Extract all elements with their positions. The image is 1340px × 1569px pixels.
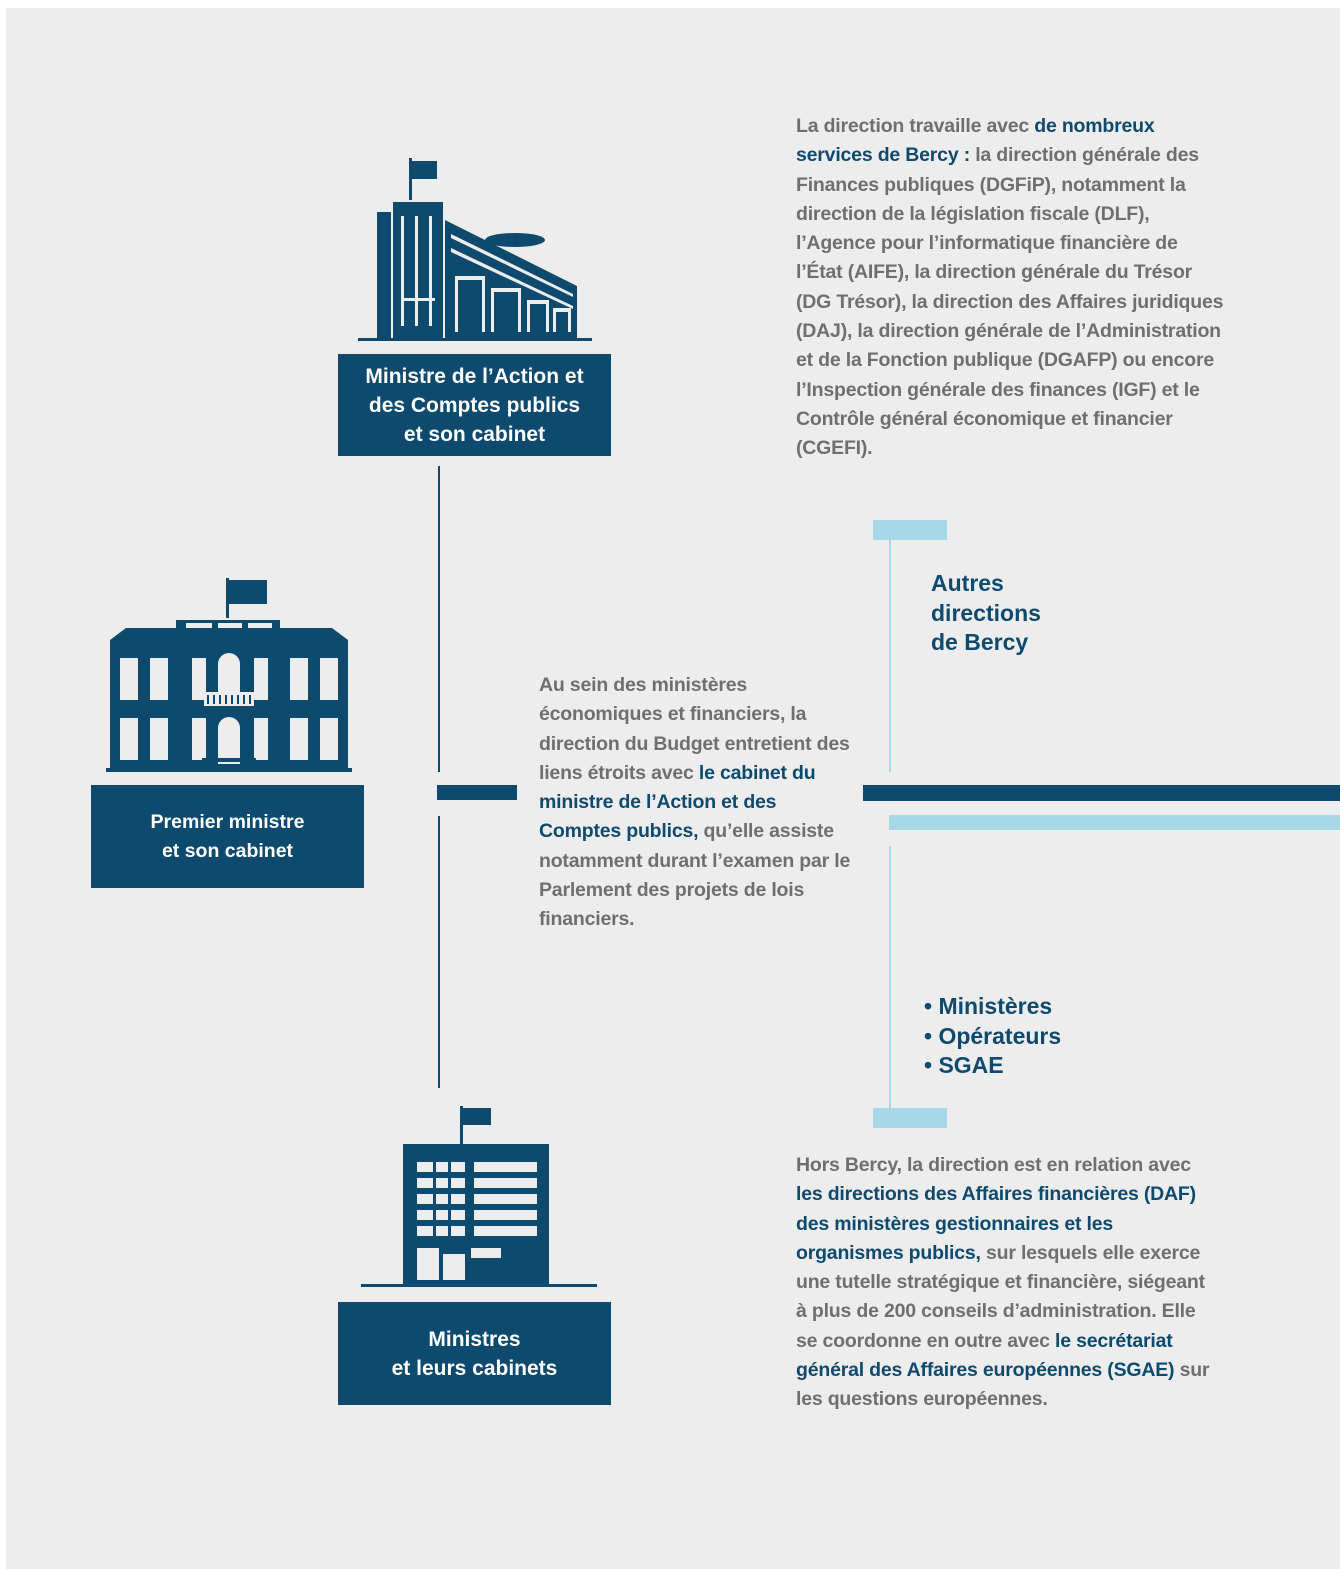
modern-ministry-building-icon: [358, 158, 592, 341]
center-highlight: le cabinet du ministre de l’Action et de…: [539, 761, 816, 843]
list-item-sgae: • SGAE: [924, 1052, 1004, 1078]
bracket-top-cap: [873, 520, 947, 540]
node-minister-action: Ministre de l’Action et des Comptes publ…: [338, 354, 611, 456]
bercy-highlight: de nombreux services de Bercy :: [796, 115, 1155, 167]
bracket-top-line: [889, 540, 891, 772]
classical-palace-building-icon: [106, 578, 352, 772]
node-ministres: Ministres et leurs cabinets: [338, 1302, 611, 1405]
secondary-horizontal-bar: [889, 815, 1340, 830]
list-item-ministeres: • Ministères: [924, 993, 1053, 1019]
main-horizontal-bar: [863, 785, 1340, 801]
vertical-connector-top: [438, 466, 440, 772]
center-rest: qu’elle assiste notamment durant l’exame…: [539, 820, 851, 931]
hors-bercy-list: • Ministères • Opérateurs • SGAE: [924, 992, 1124, 1081]
bracket-bottom-line: [889, 846, 891, 1108]
bracket-bottom-cap: [873, 1108, 947, 1128]
hors-mid: sur lesquels elle exerce une tutelle str…: [796, 1241, 1205, 1352]
list-item-operateurs: • Opérateurs: [924, 1022, 1062, 1049]
hors-bercy-paragraph: Hors Bercy, la direction est en relation…: [796, 1151, 1216, 1415]
center-lead: Au sein des ministères économiques et fi…: [539, 674, 850, 784]
hors-highlight-sgae: le secrétariat général des Affaires euro…: [796, 1329, 1175, 1382]
node-premier-ministre: Premier ministre et son cabinet: [91, 785, 364, 888]
hors-end: sur les questions européennes.: [796, 1359, 1210, 1411]
hors-highlight-daf: les directions des Affaires financières …: [796, 1183, 1196, 1264]
office-building-icon: [361, 1106, 597, 1287]
bercy-lead: La direction travaille avec: [796, 115, 1035, 137]
center-dash: [437, 785, 517, 800]
vertical-connector-bottom: [438, 816, 440, 1088]
diagram-canvas: Ministre de l’Action et des Comptes publ…: [6, 8, 1340, 1569]
bercy-rest: la direction générale des Finances publi…: [796, 144, 1224, 460]
center-paragraph: Au sein des ministères économiques et fi…: [539, 671, 851, 935]
autres-directions-label: Autres directions de Bercy: [931, 570, 1041, 655]
bercy-services-paragraph: La direction travaille avec de nombreux …: [796, 112, 1228, 464]
hors-lead: Hors Bercy, la direction est en relation…: [796, 1154, 1191, 1176]
